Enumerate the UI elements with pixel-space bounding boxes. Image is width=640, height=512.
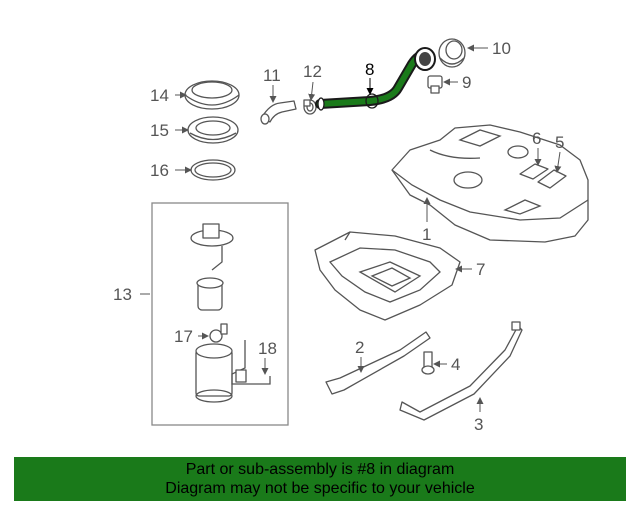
part-2-strap xyxy=(325,331,431,395)
callout-13: 13 xyxy=(113,285,132,304)
part-17-fitting xyxy=(209,323,228,343)
part-6-pad xyxy=(519,163,549,180)
part-7-protector xyxy=(314,231,461,321)
part-10-fuel-cap xyxy=(438,38,466,68)
part-1-fuel-tank xyxy=(391,124,589,243)
part-12-clamp xyxy=(303,99,317,115)
part-9-bolt xyxy=(427,75,443,94)
callout-10: 10 xyxy=(492,39,511,58)
part-14-cover xyxy=(184,80,240,110)
callout-5: 5 xyxy=(555,133,564,152)
callout-1: 1 xyxy=(422,225,431,244)
callout-6: 6 xyxy=(532,129,541,148)
callout-8: 8 xyxy=(365,60,374,79)
callout-9: 9 xyxy=(462,73,471,92)
callout-18: 18 xyxy=(258,339,277,358)
part-13-pump-box xyxy=(151,202,289,426)
part-16-gasket xyxy=(190,159,236,181)
callout-15: 15 xyxy=(150,121,169,140)
part-5-pad xyxy=(537,169,567,189)
part-8-filler-pipe xyxy=(315,47,436,111)
callout-11: 11 xyxy=(263,66,281,85)
callout-3: 3 xyxy=(474,415,483,434)
banner-line-1: Part or sub-assembly is #8 in diagram xyxy=(185,461,455,478)
callout-2: 2 xyxy=(355,338,364,357)
callout-14: 14 xyxy=(150,86,169,105)
info-banner: Part or sub-assembly is #8 in diagram Di… xyxy=(14,457,626,501)
callout-4: 4 xyxy=(451,355,460,374)
callout-12: 12 xyxy=(303,62,322,81)
callout-7: 7 xyxy=(476,260,485,279)
callout-16: 16 xyxy=(150,161,169,180)
part-11-hose xyxy=(260,100,297,125)
part-3-strap xyxy=(399,321,523,421)
part-15-ring xyxy=(187,116,239,144)
part-4-bolt xyxy=(421,351,435,375)
callout-17: 17 xyxy=(174,327,193,346)
banner-line-2: Diagram may not be specific to your vehi… xyxy=(165,480,475,497)
